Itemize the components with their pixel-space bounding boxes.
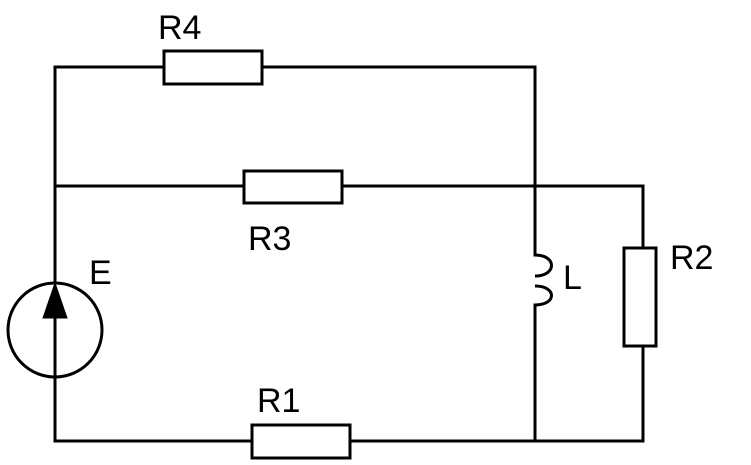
label-r1: R1 [257,382,301,420]
resistor-r1 [250,423,352,460]
label-l: L [563,259,582,297]
resistor-r4 [162,49,264,86]
resistor-r2 [622,246,658,348]
label-r2: R2 [670,239,714,277]
wires [53,65,645,443]
inductor-l-icon [534,253,553,307]
voltage-source-e [6,281,104,379]
label-e: E [89,254,112,292]
arrow-head-icon [42,281,68,319]
label-r4: R4 [158,9,202,47]
resistor-r3 [242,169,344,205]
label-r3: R3 [248,220,292,258]
